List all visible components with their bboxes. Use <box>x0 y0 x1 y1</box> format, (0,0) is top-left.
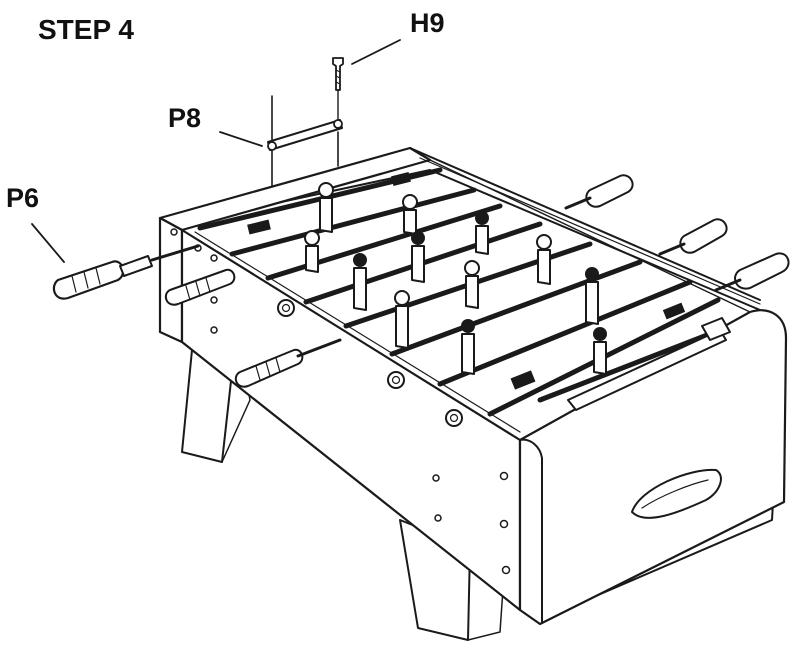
player-figure <box>402 194 418 235</box>
handle <box>564 174 634 210</box>
part-label-p6: P6 <box>6 183 40 213</box>
player-figure <box>394 290 410 349</box>
step-title: STEP 4 <box>38 14 134 45</box>
rod-bumpers <box>247 171 686 390</box>
part-label-h9: H9 <box>410 8 445 38</box>
player-figure <box>475 211 489 255</box>
part-p6-handle <box>31 223 200 300</box>
rod-handles <box>164 174 790 411</box>
player-figure <box>411 231 425 283</box>
player-figure <box>593 327 607 375</box>
player-figure <box>536 234 552 285</box>
player-figure <box>461 319 475 375</box>
handle <box>164 268 236 306</box>
table-cabinet <box>158 146 788 626</box>
handle <box>714 252 790 292</box>
player-figure <box>464 260 480 309</box>
handle <box>658 218 728 256</box>
part-label-p8: P8 <box>168 103 202 133</box>
player-figure <box>304 230 320 273</box>
player-figure <box>353 253 367 311</box>
player-figures <box>304 182 607 375</box>
handle <box>234 338 342 388</box>
player-figure <box>585 267 599 325</box>
part-h9-screw <box>332 39 401 121</box>
side-holes <box>170 228 511 575</box>
player-figure <box>318 182 334 233</box>
part-p8-bar <box>219 95 343 187</box>
